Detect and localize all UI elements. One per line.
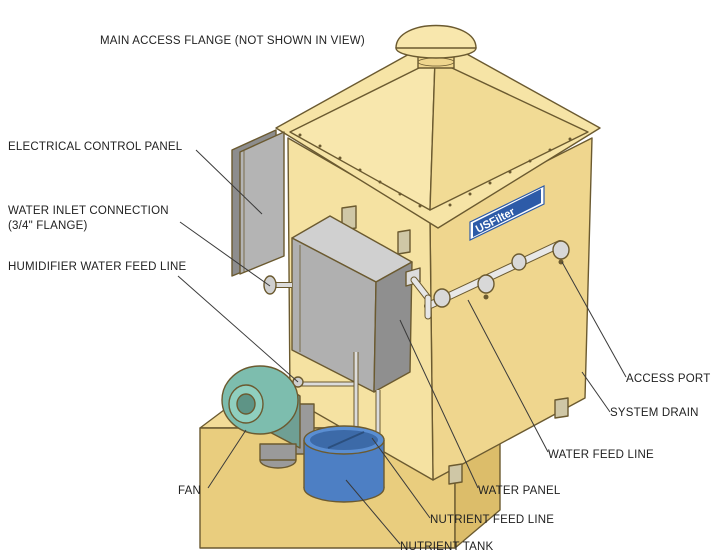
- roof-vent: [395, 24, 477, 69]
- leader-nutrient-tank: [345, 479, 401, 545]
- leader-nutrient-feed: [371, 437, 431, 519]
- label-main-access-flange: MAIN ACCESS FLANGE (NOT SHOWN IN VIEW): [100, 35, 365, 47]
- label-access-port: ACCESS PORT: [626, 373, 710, 385]
- water-inlet-valve: [263, 275, 292, 295]
- leader-lines: [177, 149, 627, 545]
- label-humidifier-water-feed-line: HUMIDIFIER WATER FEED LINE: [8, 261, 186, 273]
- label-water-panel: WATER PANEL: [478, 485, 561, 497]
- leader-access-port: [561, 261, 627, 378]
- label-nutrient-tank: NUTRIENT TANK: [400, 541, 493, 553]
- label-water-inlet-connection: WATER INLET CONNECTION: [8, 205, 169, 217]
- leader-water-inlet: [179, 221, 271, 287]
- leader-humidifier-feed: [177, 275, 299, 383]
- label-water-feed-line: WATER FEED LINE: [548, 449, 654, 461]
- fan: [221, 365, 315, 469]
- leader-water-feed-line: [467, 299, 549, 453]
- label-electrical-control-panel: ELECTRICAL CONTROL PANEL: [8, 141, 183, 153]
- leader-water-panel: [399, 319, 479, 489]
- leader-fan: [207, 429, 247, 489]
- pipe-valve: [433, 240, 570, 308]
- leader-system-drain: [581, 371, 611, 413]
- callout-labels: MAIN ACCESS FLANGE (NOT SHOWN IN VIEW) E…: [8, 35, 710, 553]
- electrical-control-panel: [231, 129, 285, 277]
- mounting-brackets: [341, 205, 569, 485]
- nutrient-tank: [303, 425, 385, 503]
- water-feed-pipe: [405, 240, 570, 320]
- label-nutrient-feed-line: NUTRIENT FEED LINE: [430, 514, 554, 526]
- label-fan: FAN: [178, 485, 201, 497]
- label-system-drain: SYSTEM DRAIN: [610, 407, 699, 419]
- humidifier-feed-plumbing: [292, 352, 381, 438]
- label-water-inlet-flange: (3/4" FLANGE): [8, 220, 88, 232]
- leader-electrical-panel: [195, 149, 263, 215]
